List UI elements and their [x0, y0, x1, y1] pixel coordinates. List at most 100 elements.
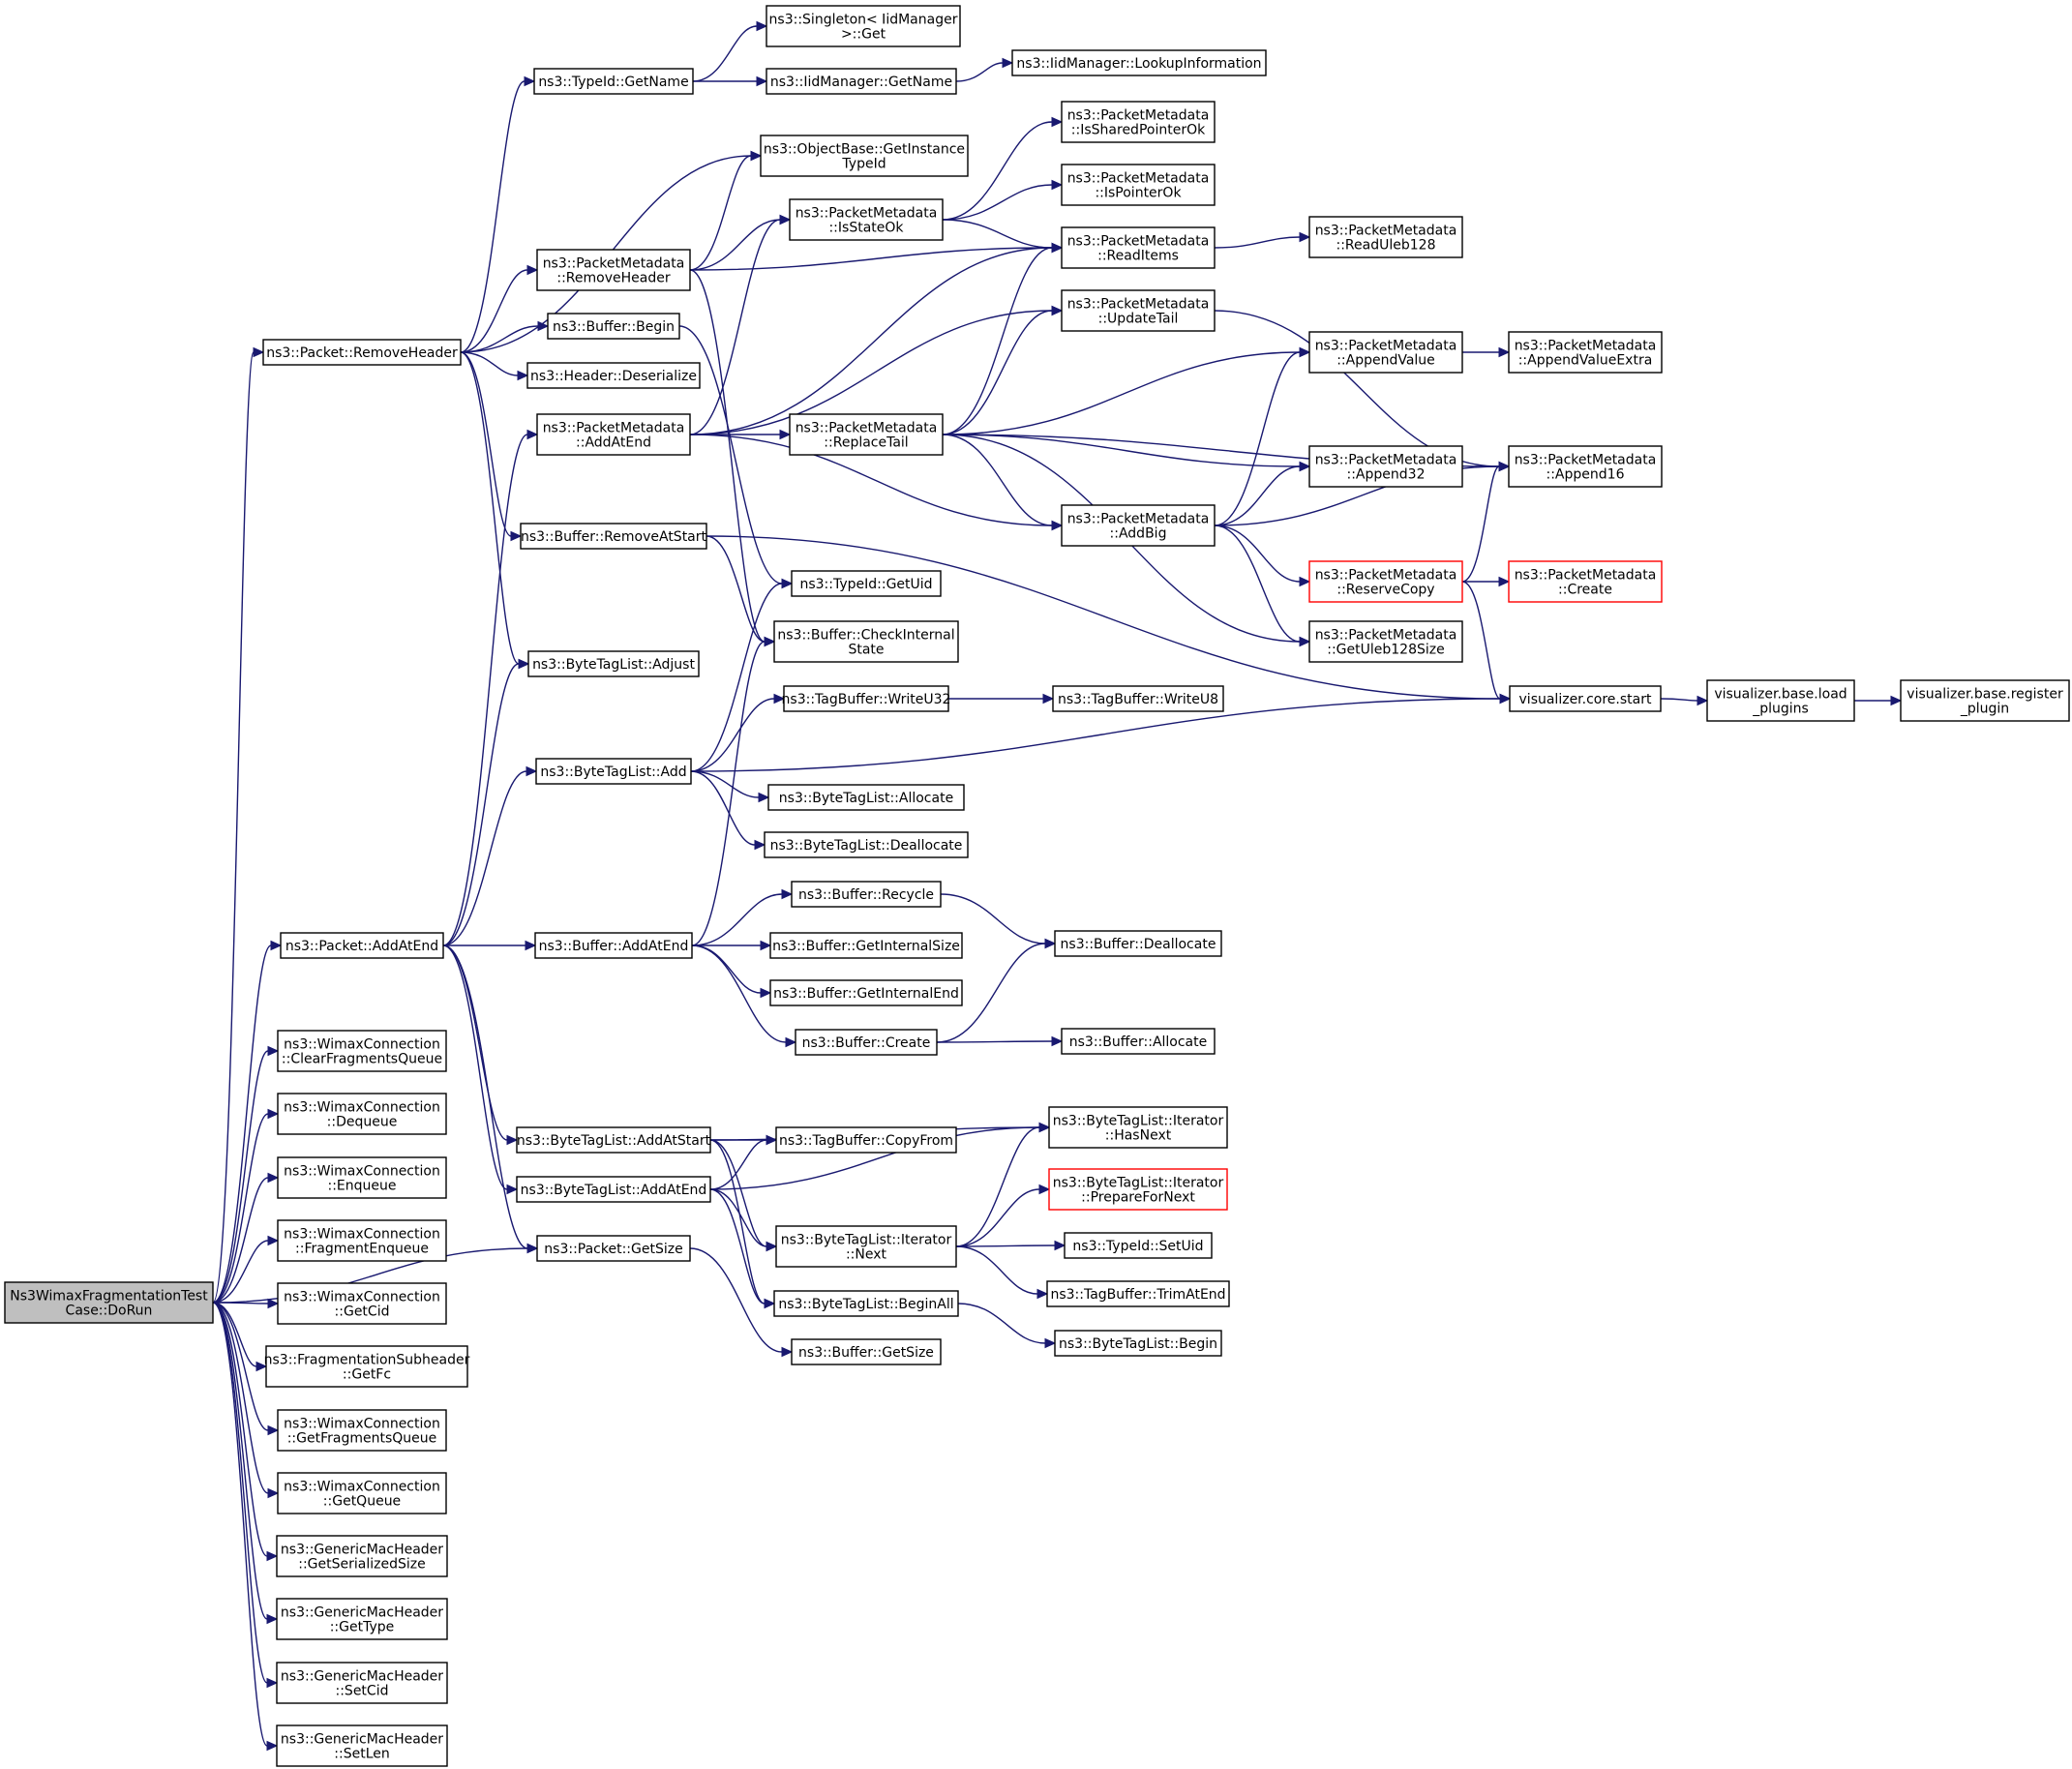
edge-line	[955, 1188, 1040, 1247]
node-label-line: ns3::ByteTagList::Allocate	[779, 791, 953, 806]
node-btl_addatend[interactable]: ns3::ByteTagList::AddAtEnd	[516, 1176, 711, 1203]
node-iid_lookup[interactable]: ns3::IidManager::LookupInformation	[1011, 49, 1267, 76]
node-vis_loadplugins[interactable]: visualizer.base.load_plugins	[1706, 679, 1855, 722]
node-wc_getfragq[interactable]: ns3::WimaxConnection::GetFragmentsQueue	[277, 1409, 447, 1452]
edge-pm_removeheader-to-pm_isstateok	[689, 214, 792, 271]
edge-line	[690, 698, 775, 772]
node-pm_appendvalue[interactable]: ns3::PacketMetadata::AppendValue	[1308, 331, 1463, 374]
edge-line	[212, 1177, 269, 1304]
node-gmh_getser[interactable]: ns3::GenericMacHeader::GetSerializedSize	[276, 1535, 448, 1577]
node-box	[1508, 331, 1663, 374]
edge-pm_addatend-to-pm_readitems	[689, 242, 1064, 435]
node-typeid_getuid[interactable]: ns3::TypeId::GetUid	[791, 570, 942, 597]
edge-line	[460, 351, 520, 665]
node-box	[516, 1126, 711, 1154]
node-btl_allocate[interactable]: ns3::ByteTagList::Allocate	[767, 784, 965, 811]
node-vis_register[interactable]: visualizer.base.register_plugin	[1900, 679, 2070, 722]
node-btl_deallocate[interactable]: ns3::ByteTagList::Deallocate	[764, 831, 969, 858]
node-buf_recycle[interactable]: ns3::Buffer::Recycle	[791, 881, 942, 908]
node-buf_create[interactable]: ns3::Buffer::Create	[795, 1029, 938, 1056]
node-buf_deallocate[interactable]: ns3::Buffer::Deallocate	[1054, 930, 1222, 957]
node-iid_getname[interactable]: ns3::IidManager::GetName	[766, 68, 957, 95]
node-hdr_deser[interactable]: ns3::Header::Deserialize	[526, 362, 701, 389]
node-buf_getsize[interactable]: ns3::Buffer::GetSize	[791, 1338, 942, 1365]
edges-layer	[212, 20, 1903, 1752]
node-wc_getcid[interactable]: ns3::WimaxConnection::GetCid	[277, 1282, 447, 1325]
node-tb_copyfrom[interactable]: ns3::TagBuffer::CopyFrom	[775, 1126, 957, 1154]
node-btl_begin[interactable]: ns3::ByteTagList::Begin	[1054, 1330, 1222, 1357]
node-pkt_getsize[interactable]: ns3::Packet::GetSize	[536, 1235, 691, 1262]
node-pm_isptrok[interactable]: ns3::PacketMetadata::IsPointerOk	[1061, 164, 1216, 206]
node-btl_add[interactable]: ns3::ByteTagList::Add	[535, 758, 692, 785]
node-pkt_addatend[interactable]: ns3::Packet::AddAtEnd	[280, 932, 444, 959]
node-label-line: Case::DoRun	[66, 1304, 153, 1319]
node-tb_trimatend[interactable]: ns3::TagBuffer::TrimAtEnd	[1046, 1280, 1230, 1307]
node-buf_allocate[interactable]: ns3::Buffer::Allocate	[1061, 1028, 1216, 1055]
node-pm_isstateok[interactable]: ns3::PacketMetadata::IsStateOk	[789, 198, 944, 241]
node-btli_next[interactable]: ns3::ByteTagList::Iterator::Next	[775, 1225, 957, 1268]
node-buf_removeatstart[interactable]: ns3::Buffer::RemoveAtStart	[520, 523, 707, 550]
node-pm_getuleb[interactable]: ns3::PacketMetadata::GetUleb128Size	[1308, 620, 1463, 663]
node-pm_create[interactable]: ns3::PacketMetadata::Create	[1508, 560, 1663, 603]
edge-line	[691, 944, 787, 1043]
node-pm_issharedptr[interactable]: ns3::PacketMetadata::IsSharedPointerOk	[1061, 101, 1216, 143]
node-tb_writeu32[interactable]: ns3::TagBuffer::WriteU32	[782, 685, 951, 712]
node-vis_start[interactable]: visualizer.core.start	[1509, 685, 1662, 712]
node-singleton_get[interactable]: ns3::Singleton< IidManager>::Get	[766, 5, 961, 47]
node-btli_prepare[interactable]: ns3::ByteTagList::Iterator::PrepareForNe…	[1048, 1168, 1228, 1211]
edge-line	[1461, 581, 1501, 700]
node-box	[262, 339, 462, 366]
edge-line	[212, 1050, 269, 1304]
edge-line	[942, 310, 1053, 435]
node-wc_enqueue[interactable]: ns3::WimaxConnection::Enqueue	[277, 1156, 447, 1199]
node-wc_clearfrag[interactable]: ns3::WimaxConnection::ClearFragmentsQueu…	[277, 1030, 447, 1072]
node-label-line: ns3::TypeId::SetUid	[1072, 1239, 1203, 1254]
node-pm_replacetail[interactable]: ns3::PacketMetadata::ReplaceTail	[789, 413, 944, 456]
node-buf_getinternalend[interactable]: ns3::Buffer::GetInternalEnd	[769, 979, 963, 1006]
node-tb_writeu8[interactable]: ns3::TagBuffer::WriteU8	[1052, 685, 1224, 712]
node-pm_appendvalueextra[interactable]: ns3::PacketMetadata::AppendValueExtra	[1508, 331, 1663, 374]
edge-buf_addatend-to-buf_checkinternal	[691, 636, 776, 946]
edge-pm_replacetail-to-pm_append32	[942, 434, 1311, 472]
node-pm_append32[interactable]: ns3::PacketMetadata::Append32	[1308, 445, 1463, 488]
arrowhead-icon	[1299, 636, 1311, 647]
node-pm_addbig[interactable]: ns3::PacketMetadata::AddBig	[1061, 504, 1216, 547]
node-pm_updatetail[interactable]: ns3::PacketMetadata::UpdateTail	[1061, 289, 1216, 332]
node-buf_addatend[interactable]: ns3::Buffer::AddAtEnd	[534, 932, 693, 959]
node-gmh_setcid[interactable]: ns3::GenericMacHeader::SetCid	[276, 1662, 448, 1704]
node-btl_beginall[interactable]: ns3::ByteTagList::BeginAll	[773, 1290, 959, 1317]
node-box	[1308, 216, 1463, 258]
node-pm_readuleb[interactable]: ns3::PacketMetadata::ReadUleb128	[1308, 216, 1463, 258]
node-gmh_setlen[interactable]: ns3::GenericMacHeader::SetLen	[276, 1724, 448, 1767]
arrowhead-icon	[764, 1298, 776, 1309]
node-label-line: ns3::ByteTagList::AddAtStart	[517, 1133, 711, 1149]
node-pm_readitems[interactable]: ns3::PacketMetadata::ReadItems	[1061, 226, 1216, 269]
node-wc_dequeue[interactable]: ns3::WimaxConnection::Dequeue	[277, 1093, 447, 1135]
node-pm_removeheader[interactable]: ns3::PacketMetadata::RemoveHeader	[536, 249, 691, 291]
node-label-line: ::Create	[1558, 583, 1612, 598]
edge-line	[955, 1245, 1038, 1295]
node-label-line: ::AppendValue	[1336, 353, 1435, 369]
node-pm_append16[interactable]: ns3::PacketMetadata::Append16	[1508, 445, 1663, 488]
node-wc_fragenqueue[interactable]: ns3::WimaxConnection::FragmentEnqueue	[277, 1219, 447, 1262]
node-pm_reservecopy[interactable]: ns3::PacketMetadata::ReserveCopy	[1308, 560, 1463, 603]
node-typeid_getname[interactable]: ns3::TypeId::GetName	[533, 68, 694, 95]
node-gmh_gettype[interactable]: ns3::GenericMacHeader::GetType	[276, 1598, 448, 1640]
node-fs_getfc[interactable]: ns3::FragmentationSubheader::GetFc	[264, 1345, 470, 1388]
node-pm_addatend[interactable]: ns3::PacketMetadata::AddAtEnd	[536, 413, 691, 456]
node-wc_getqueue[interactable]: ns3::WimaxConnection::GetQueue	[277, 1472, 447, 1514]
node-label-line: ns3::PacketMetadata	[1067, 108, 1210, 124]
node-box	[766, 68, 957, 95]
edge-btl_add-to-vis_start	[690, 693, 1512, 772]
arrowhead-icon	[267, 1045, 280, 1057]
node-box	[1061, 289, 1216, 332]
node-typeid_setuid[interactable]: ns3::TypeId::SetUid	[1064, 1232, 1213, 1259]
node-btl_addatstart[interactable]: ns3::ByteTagList::AddAtStart	[516, 1126, 711, 1154]
node-btl_adjust[interactable]: ns3::ByteTagList::Adjust	[527, 650, 700, 677]
node-btli_hasnext[interactable]: ns3::ByteTagList::Iterator::HasNext	[1048, 1106, 1228, 1149]
node-buf_begin[interactable]: ns3::Buffer::Begin	[547, 313, 680, 340]
node-pkt_removeheader[interactable]: ns3::Packet::RemoveHeader	[262, 339, 462, 366]
node-buf_getinternalsize[interactable]: ns3::Buffer::GetInternalSize	[769, 932, 963, 959]
